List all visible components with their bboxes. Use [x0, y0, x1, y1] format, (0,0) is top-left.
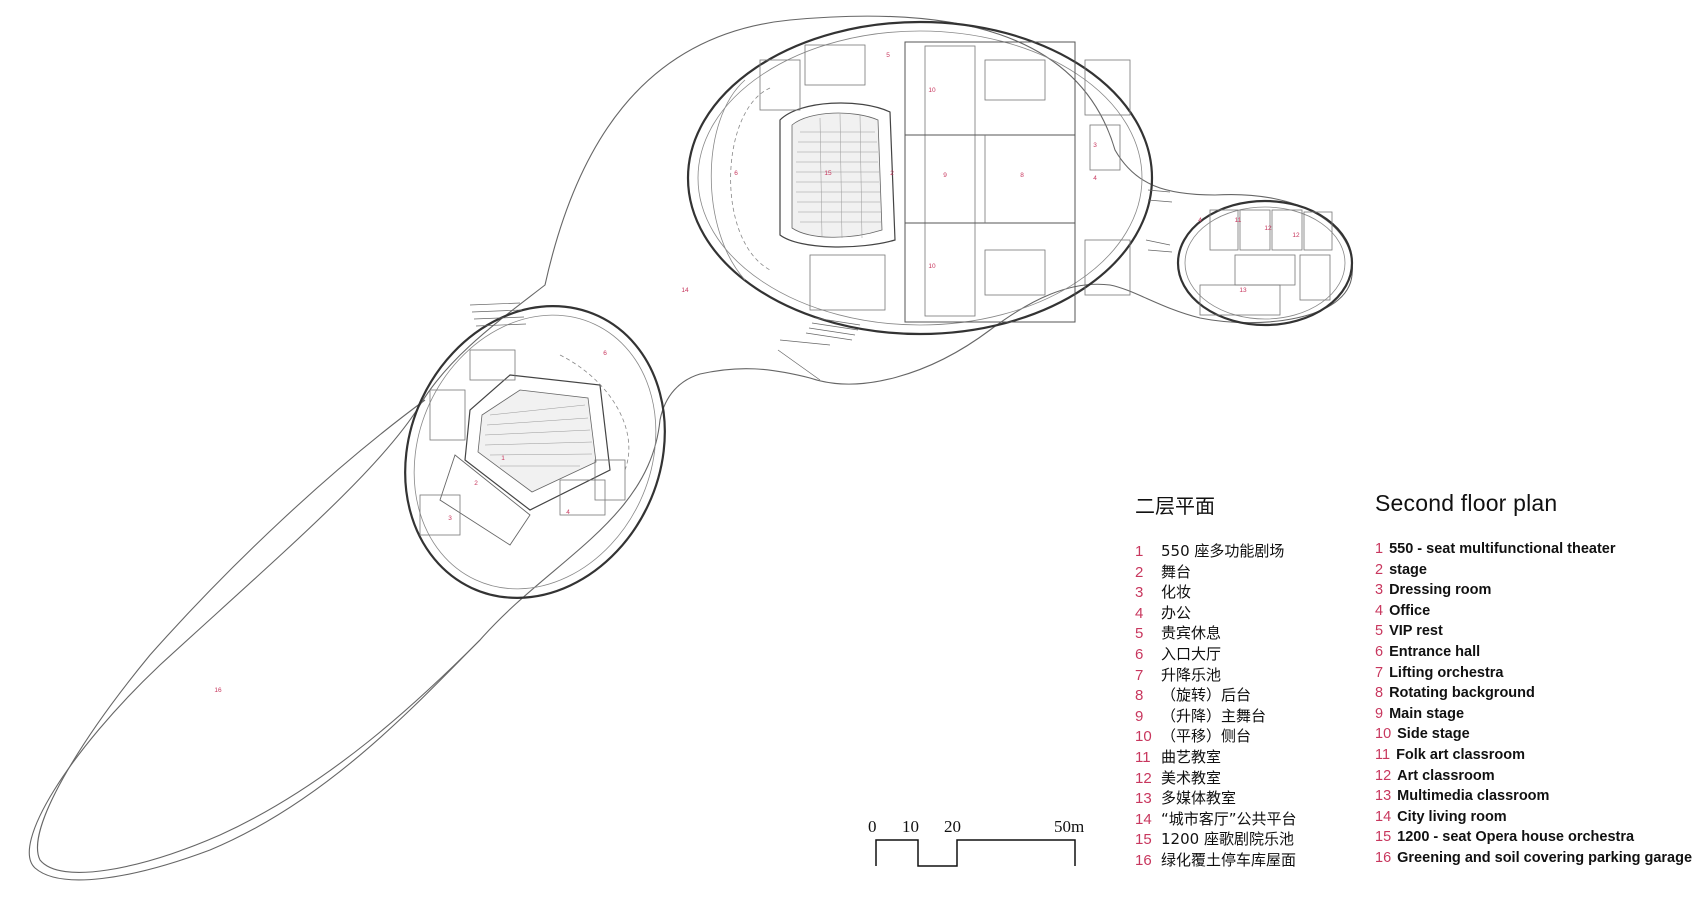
room-label-11: 11: [1235, 217, 1242, 224]
opera-house: [686, 20, 1154, 381]
room-label-8: 8: [1020, 172, 1024, 179]
legend-cn-item: 9（升降）主舞台: [1135, 706, 1267, 725]
scale-tick-50m: 50m: [1054, 817, 1084, 836]
room-label-10-top: 10: [928, 87, 936, 94]
room-label-6-theater: 6: [603, 350, 607, 357]
parking-garage-roof: [36, 399, 481, 873]
room-label-2-theater: 2: [474, 480, 478, 487]
scale-bar: 0 10 20 50m: [868, 817, 1084, 867]
room-label-3-opera: 3: [1093, 142, 1097, 149]
classroom-building: [1145, 189, 1354, 327]
room-label-4-class: 4: [1198, 217, 1202, 224]
legend-cn-item: 10（平移）侧台: [1135, 727, 1252, 746]
scale-tick-0: 0: [868, 817, 877, 836]
room-label-1: 1: [501, 455, 505, 462]
room-label-12-b: 12: [1292, 232, 1300, 239]
room-label-13: 13: [1239, 287, 1247, 294]
room-label-4-theater: 4: [566, 509, 570, 516]
scale-tick-10: 10: [902, 817, 919, 836]
room-label-5: 5: [886, 52, 890, 59]
legend-cn-title: 二层平面: [1135, 494, 1215, 518]
legend-en-title: Second floor plan: [1375, 490, 1558, 516]
legend-cn-item: 8（旋转）后台: [1135, 686, 1252, 705]
room-label-10-bottom: 10: [928, 263, 936, 270]
room-label-16: 16: [214, 687, 222, 694]
multifunction-theater: [404, 302, 666, 599]
scale-tick-20: 20: [944, 817, 961, 836]
room-label-12-a: 12: [1264, 225, 1272, 232]
room-label-15: 15: [824, 170, 832, 177]
legend-cn-item: 14“城市客厅”公共平台: [1135, 809, 1297, 828]
room-label-3-theater: 3: [448, 515, 452, 522]
room-label-9: 9: [943, 172, 947, 179]
room-label-4-opera: 4: [1093, 175, 1097, 182]
room-label-6-opera: 6: [734, 170, 738, 177]
room-label-14: 14: [681, 287, 689, 294]
room-label-2-opera: 2: [890, 170, 894, 177]
